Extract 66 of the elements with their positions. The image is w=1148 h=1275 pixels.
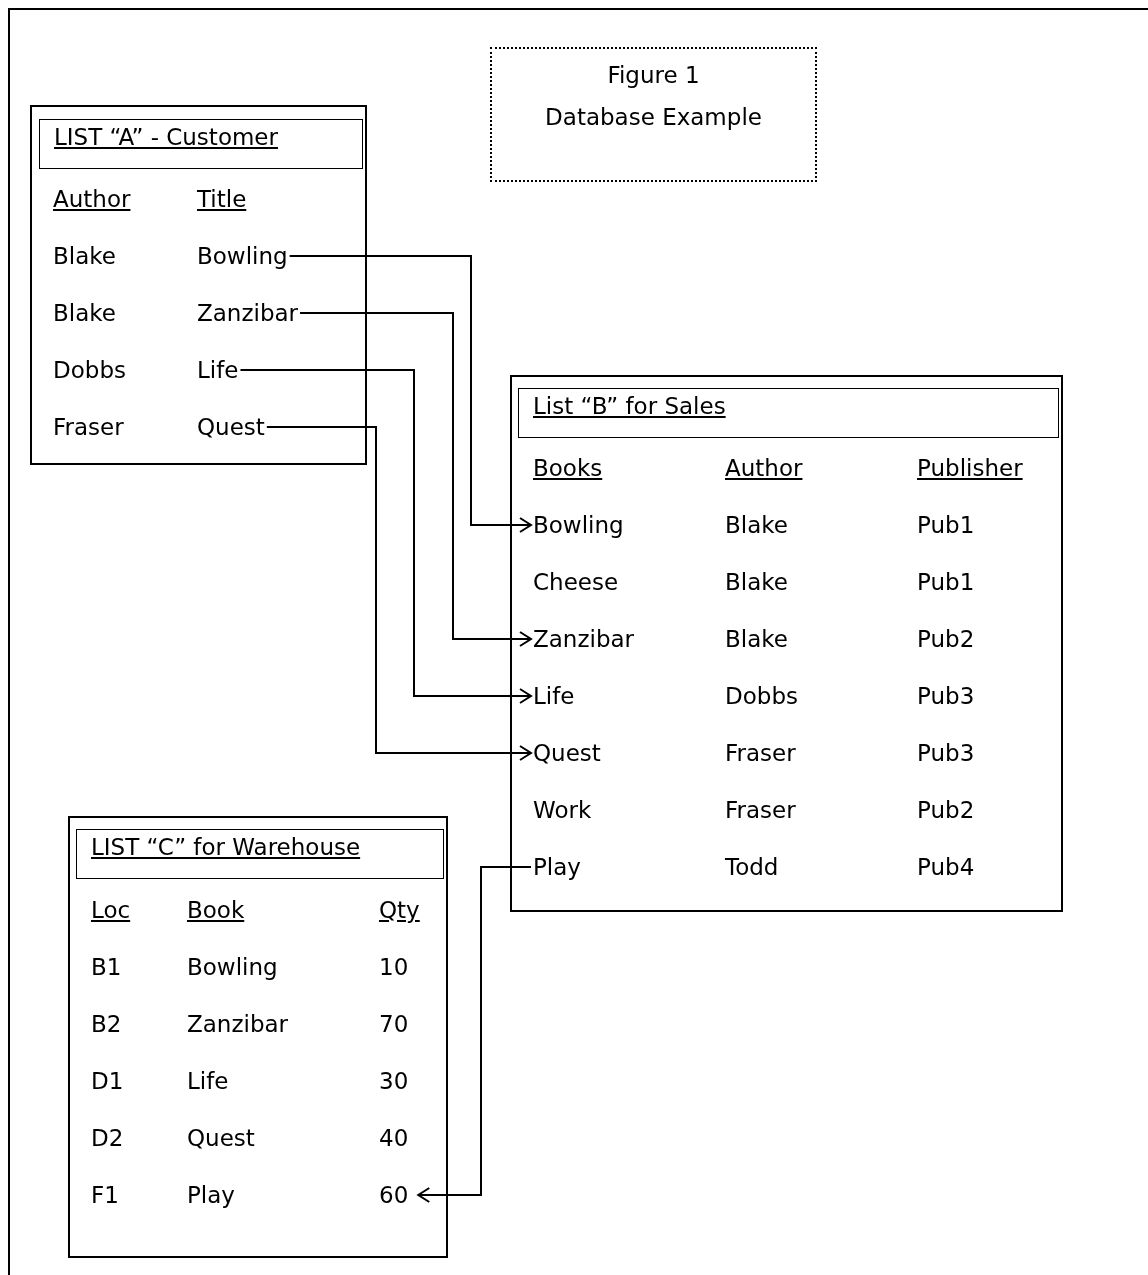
table-entry: Bowling [197,243,288,269]
connector-arrow [239,369,532,704]
column-header: Book [187,897,245,923]
figure-number: Figure 1 [606,61,701,89]
title-box [490,47,817,182]
table-heading: LIST “C” for Warehouse [76,829,444,879]
table-entry: Pub2 [917,626,975,652]
table-entry: Blake [725,512,788,538]
connector-arrow [288,255,532,533]
table-entry: Pub4 [917,854,975,880]
table-entry: 10 [379,954,409,980]
table-entry: Play [533,854,581,880]
column-header: Books [533,455,603,481]
column-header: Loc [91,897,131,923]
table-entry: Quest [533,740,601,766]
table-entry: F1 [91,1182,119,1208]
table-entry: Bowling [187,954,278,980]
table-entry: Bowling [533,512,624,538]
table-box [68,816,448,1258]
connector-arrow [265,426,532,761]
column-header: Author [53,186,131,212]
table-entry: Pub1 [917,512,975,538]
table-entry: 30 [379,1068,409,1094]
table-entry: Cheese [533,569,619,595]
table-entry: Blake [725,569,788,595]
table-box [510,375,1063,912]
table-entry: Work [533,797,592,823]
table-entry: Play [187,1182,235,1208]
table-entry: Pub2 [917,797,975,823]
table-entry: D1 [91,1068,124,1094]
column-header: Publisher [917,455,1023,481]
table-entry: Life [187,1068,229,1094]
table-entry: 70 [379,1011,409,1037]
table-heading: List “B” for Sales [518,388,1059,438]
column-header: Qty [379,897,420,923]
table-entry: Pub1 [917,569,975,595]
table-entry: B1 [91,954,122,980]
table-entry: Life [197,357,239,383]
table-box [30,105,367,465]
table-entry: D2 [91,1125,124,1151]
column-header: Author [725,455,803,481]
table-entry: Blake [53,300,116,326]
table-entry: Pub3 [917,740,975,766]
table-entry: Dobbs [725,683,798,709]
table-entry: 60 [379,1182,409,1208]
table-entry: Dobbs [53,357,126,383]
table-entry: Fraser [725,797,796,823]
column-header: Title [197,186,247,212]
table-entry: Zanzibar [533,626,635,652]
table-entry: Blake [725,626,788,652]
table-entry: Blake [53,243,116,269]
table-entry: 40 [379,1125,409,1151]
table-heading: LIST “A” - Customer [39,119,363,169]
table-entry: Quest [187,1125,255,1151]
table-entry: Zanzibar [187,1011,289,1037]
table-entry: Quest [197,414,265,440]
table-entry: Zanzibar [197,300,299,326]
table-entry: B2 [91,1011,122,1037]
table-entry: Fraser [725,740,796,766]
table-entry: Todd [725,854,779,880]
connector-arrow [299,312,532,647]
table-entry: Fraser [53,414,124,440]
figure-title: Database Example [544,103,763,131]
table-entry: Life [533,683,575,709]
table-entry: Pub3 [917,683,975,709]
connector-arrow [417,866,532,1203]
